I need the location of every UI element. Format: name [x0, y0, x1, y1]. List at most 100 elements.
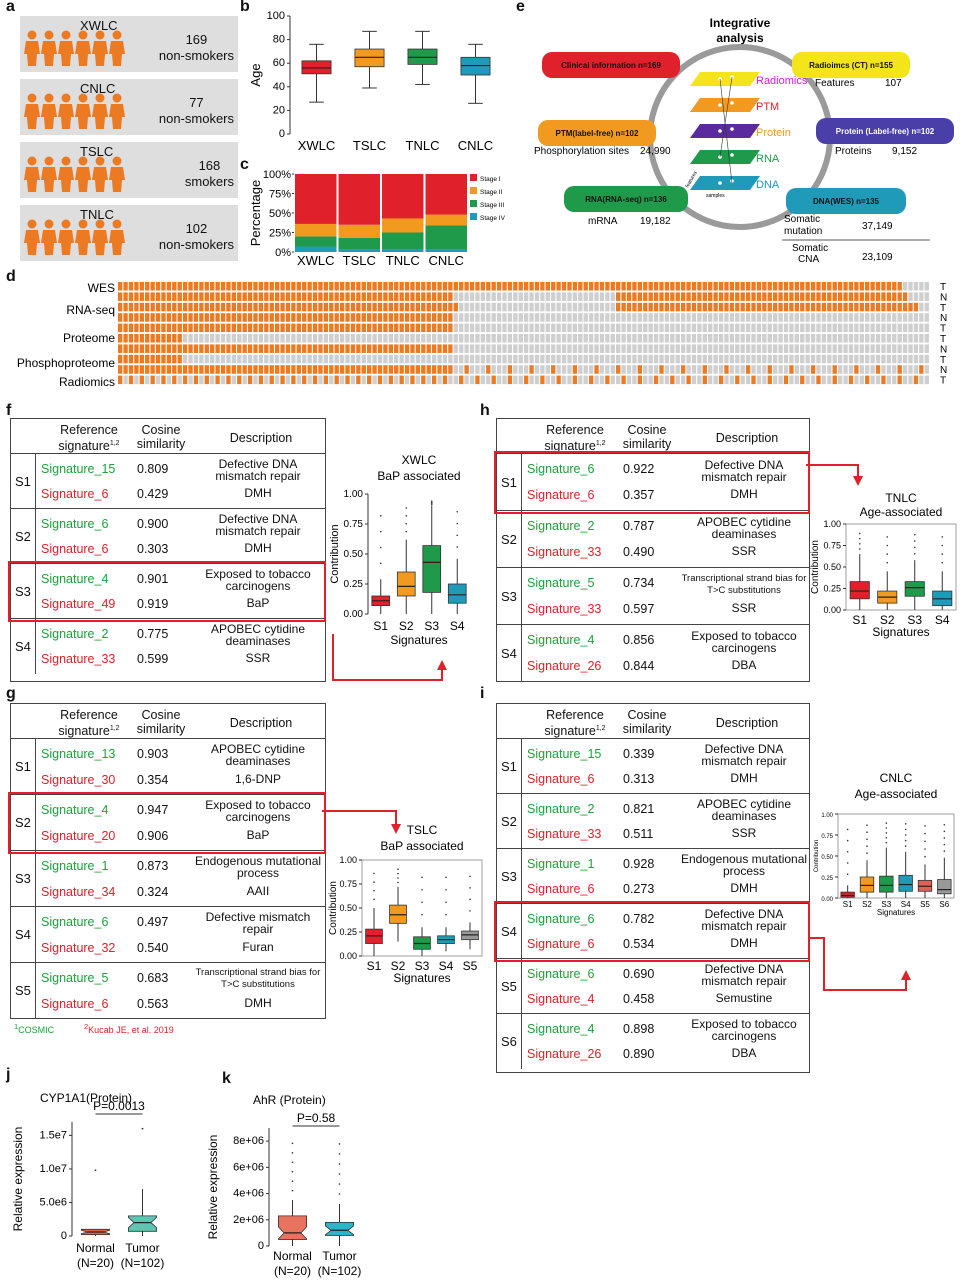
availability-cell: [529, 375, 534, 385]
availability-cell: [708, 323, 713, 333]
availability-cell: [172, 354, 177, 364]
availability-cell: [193, 282, 199, 291]
dna-box: [786, 188, 906, 214]
reference-signature-red: Signature_33: [41, 652, 116, 666]
person-head-icon: [44, 219, 54, 229]
availability-cell: [128, 323, 134, 333]
availability-cell: [551, 292, 556, 301]
availability-cell: [118, 354, 123, 364]
availability-cell: [865, 282, 870, 291]
availability-cell: [794, 365, 799, 374]
availability-cell: [697, 313, 702, 322]
signature-id: S4: [501, 923, 517, 939]
availability-cell: [442, 313, 448, 322]
availability-cell: [773, 292, 778, 301]
availability-cell: [605, 282, 610, 291]
cosine-red: 0.357: [623, 488, 655, 503]
availability-cell: [199, 292, 204, 301]
availability-cell: [534, 354, 540, 364]
availability-cell: [659, 365, 664, 374]
availability-cell: [583, 375, 588, 385]
availability-cell: [334, 375, 339, 385]
availability-cell: [291, 334, 296, 343]
availability-cell: [258, 344, 264, 353]
availability-cell: [816, 334, 821, 343]
availability-cell: [150, 334, 155, 343]
availability-cell: [339, 323, 345, 333]
availability-cell: [323, 354, 329, 364]
availability-cell: [659, 344, 664, 353]
availability-cell: [302, 334, 307, 343]
availability-cell: [583, 313, 588, 322]
availability-cell: [226, 282, 231, 291]
availability-cell: [210, 334, 215, 343]
description-red: DMH: [244, 995, 272, 1010]
availability-cell: [832, 292, 837, 301]
description-red: DMH: [730, 881, 758, 895]
availability-cell: [870, 334, 875, 343]
availability-cell: [583, 282, 588, 291]
availability-cell: [751, 302, 756, 312]
availability-cell: [431, 302, 437, 312]
availability-cell: [670, 365, 675, 374]
availability-cell: [908, 375, 913, 385]
availability-cell: [269, 375, 274, 385]
outlier-point: [430, 501, 433, 504]
availability-cell: [118, 292, 123, 301]
availability-cell: [123, 354, 128, 364]
availability-cell: [459, 323, 464, 333]
availability-cell: [404, 344, 410, 353]
availability-cell: [161, 334, 166, 343]
cosine-green: 0.690: [623, 966, 655, 981]
availability-cell: [415, 292, 421, 301]
availability-cell: [718, 282, 724, 291]
availability-cell: [377, 282, 383, 291]
availability-cell: [848, 323, 854, 333]
availability-cell: [242, 282, 247, 291]
availability-cell: [329, 313, 334, 322]
availability-cell: [551, 365, 556, 374]
availability-cell: [837, 292, 843, 301]
availability-cell: [865, 292, 870, 301]
availability-cell: [567, 292, 572, 301]
availability-cell: [767, 313, 772, 322]
availability-cell: [177, 323, 182, 333]
availability-cell: [480, 354, 486, 364]
availability-cell: [540, 365, 545, 374]
availability-cell: [599, 282, 605, 291]
cosine-red: 0.324: [137, 884, 169, 899]
availability-cell: [383, 313, 388, 322]
chart-subtitle: Age-associated: [860, 505, 943, 519]
availability-cell: [789, 313, 794, 322]
outlier-point: [941, 536, 944, 538]
outlier-point: [373, 898, 375, 901]
person-icon: [41, 156, 57, 192]
availability-cell: [323, 334, 329, 343]
availability-cell: [545, 365, 550, 374]
availability-cell: [534, 334, 540, 343]
availability-cell: [854, 292, 859, 301]
availability-cell: [220, 334, 226, 343]
description-red: BaP: [246, 596, 270, 610]
availability-cell: [291, 313, 296, 322]
availability-cell: [713, 282, 718, 291]
rna-box: [564, 186, 688, 212]
availability-cell: [199, 365, 204, 374]
availability-cell: [182, 323, 188, 333]
availability-cell: [193, 375, 199, 385]
outlier-point: [469, 875, 471, 878]
availability-cell: [653, 344, 659, 353]
outlier-point: [421, 888, 423, 891]
availability-cell: [913, 292, 919, 301]
availability-cell: [237, 323, 242, 333]
availability-cell: [274, 334, 280, 343]
availability-cell: [534, 344, 540, 353]
availability-cell: [285, 292, 291, 301]
availability-cell: [139, 313, 144, 322]
availability-cell: [182, 365, 188, 374]
availability-cell: [648, 334, 653, 343]
omics-row-label: WES: [88, 281, 115, 295]
availability-cell: [491, 375, 496, 385]
